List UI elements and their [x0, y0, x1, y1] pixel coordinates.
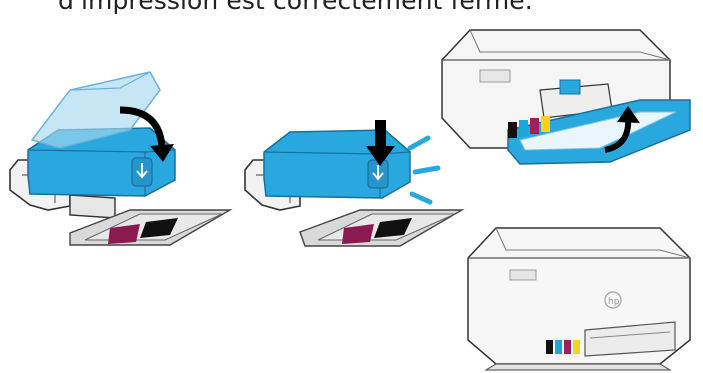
printer-closed-illustration: hp: [468, 228, 690, 370]
printer-open-closing-illustration: [442, 30, 690, 164]
printhead-latch-closing-illustration: [10, 72, 230, 245]
printhead-latch-pressed-illustration: [245, 120, 462, 246]
svg-text:hp: hp: [608, 297, 620, 307]
